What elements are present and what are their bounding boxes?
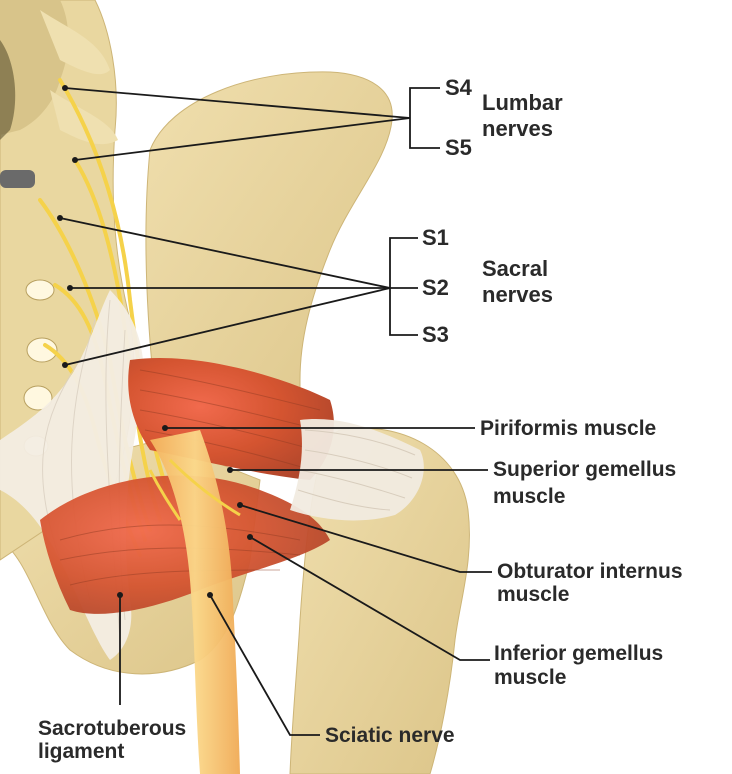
nerve-branches bbox=[148, 458, 241, 521]
label-sacrotuberous-line2: ligament bbox=[38, 740, 124, 763]
label-obturator-internus-line1: Obturator internus bbox=[497, 560, 683, 583]
leader-dots bbox=[57, 85, 253, 598]
label-s3: S3 bbox=[422, 322, 449, 347]
label-lumbar-nerves-line1: Lumbar bbox=[482, 90, 563, 115]
label-inferior-gemellus-line2: muscle bbox=[494, 666, 566, 689]
spine-shadow bbox=[0, 40, 16, 140]
muscle-fibers bbox=[59, 369, 321, 586]
sacral-foramen bbox=[25, 279, 55, 301]
label-superior-gemellus-line1: Superior gemellus bbox=[493, 458, 676, 481]
label-sciatic-nerve: Sciatic nerve bbox=[325, 724, 455, 747]
label-obturator-internus-line2: muscle bbox=[497, 583, 569, 606]
leader-lines bbox=[59, 87, 492, 736]
spinous-process bbox=[50, 90, 118, 145]
label-superior-gemellus-line2: muscle bbox=[493, 485, 565, 508]
label-piriformis-muscle: Piriformis muscle bbox=[480, 417, 656, 440]
sacral-foramen bbox=[23, 385, 53, 411]
label-sacrotuberous-line1: Sacrotuberous bbox=[38, 717, 186, 740]
label-s2: S2 bbox=[422, 275, 449, 300]
label-s1: S1 bbox=[422, 225, 449, 250]
label-sacral-nerves-line1: Sacral bbox=[482, 256, 548, 281]
sacral-foramen bbox=[26, 337, 58, 363]
label-inferior-gemellus-line1: Inferior gemellus bbox=[494, 642, 663, 665]
spinous-process bbox=[40, 10, 110, 75]
label-s4: S4 bbox=[445, 75, 473, 100]
sciatic-nerve-shape bbox=[150, 430, 240, 774]
label-s5: S5 bbox=[445, 135, 472, 160]
vertebral-gap bbox=[0, 170, 35, 188]
tendon-fibers bbox=[297, 429, 416, 511]
label-lumbar-nerves-line2: nerves bbox=[482, 116, 553, 141]
label-sacral-nerves-line2: nerves bbox=[482, 282, 553, 307]
ilium-bone bbox=[145, 71, 393, 441]
